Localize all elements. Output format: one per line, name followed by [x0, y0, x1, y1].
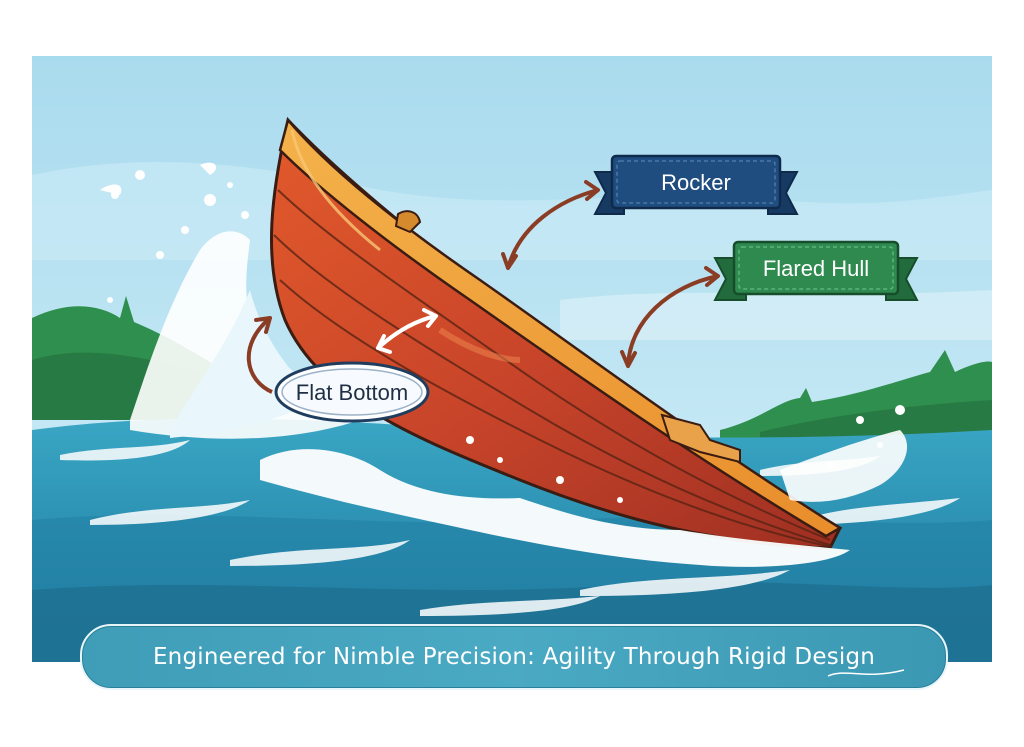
cloud-band	[560, 290, 992, 340]
curved-arrow-icon	[246, 316, 273, 394]
caption-text: Engineered for Nimble Precision: Agility…	[152, 644, 876, 670]
curved-arrow-icon	[626, 274, 719, 367]
rocker-label: Rocker	[661, 170, 731, 195]
arrowhead	[584, 180, 600, 201]
arrowhead	[620, 350, 637, 368]
flat-bottom-badge: Flat Bottom	[274, 361, 430, 423]
arrowhead	[254, 316, 272, 334]
flared-hull-label: Flared Hull	[763, 256, 869, 281]
caption-banner: Engineered for Nimble Precision: Agility…	[80, 624, 948, 690]
double-arrow-icon	[376, 308, 438, 354]
bow-seat	[394, 210, 422, 234]
stern-seat	[660, 413, 741, 464]
gunwale	[278, 117, 843, 538]
rocker-banner: Rocker	[593, 154, 799, 215]
plank-lines	[273, 189, 833, 548]
arrowhead	[501, 252, 518, 270]
splash-boat	[260, 405, 908, 567]
curved-arrow-icon	[506, 188, 599, 269]
arrowhead	[704, 266, 720, 287]
flared-hull-banner: Flared Hull	[713, 240, 919, 301]
flat-bottom-label: Flat Bottom	[296, 380, 408, 405]
swash-decoration	[827, 669, 905, 677]
